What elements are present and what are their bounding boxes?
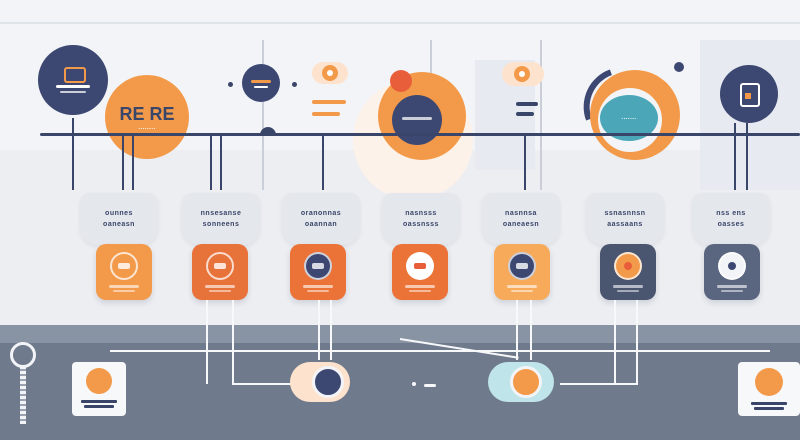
- bottom-panel-band: [0, 325, 800, 343]
- connector: [636, 300, 638, 384]
- step-tile-7[interactable]: [704, 244, 760, 300]
- step-label-5: nasnnsa oaneaesn: [482, 193, 560, 245]
- bus-line: [560, 383, 638, 385]
- orange-disc-icon: [614, 252, 642, 280]
- key-ring-icon: [10, 342, 36, 368]
- connector: [322, 136, 324, 190]
- connector: [524, 136, 526, 190]
- target-icon: [406, 252, 434, 280]
- step-tile-5[interactable]: [494, 244, 550, 300]
- device-icon: [720, 65, 778, 123]
- doc-card-right[interactable]: [738, 362, 800, 416]
- key-stem-icon: [20, 366, 26, 424]
- hero-orange-circle: RE RE ........: [105, 75, 189, 159]
- connector: [132, 136, 134, 190]
- stack-icon: [304, 252, 332, 280]
- book-icon: [110, 252, 138, 280]
- orange-disc-icon: [755, 368, 783, 396]
- connector: [330, 300, 332, 360]
- connector: [72, 118, 74, 190]
- connector: [206, 300, 208, 384]
- connector: [516, 300, 518, 360]
- bus-line: [110, 350, 770, 352]
- dash: [424, 384, 436, 387]
- connector: [220, 136, 222, 190]
- timeline-axis: [40, 133, 800, 136]
- step-tile-2[interactable]: [192, 244, 248, 300]
- step-label-6: ssnasnnsn aassaans: [586, 193, 664, 245]
- step-tile-6[interactable]: [600, 244, 656, 300]
- dot: [412, 382, 416, 386]
- bus-line: [232, 383, 292, 385]
- step-tile-3[interactable]: [290, 244, 346, 300]
- gauge-core: [392, 95, 442, 145]
- connector: [318, 300, 320, 360]
- orange-disc-icon: [86, 368, 112, 394]
- pill-badge: [502, 62, 544, 86]
- doc-card-left[interactable]: [72, 362, 126, 416]
- play-icon: [718, 252, 746, 280]
- connector: [530, 300, 532, 360]
- guide-line: [262, 40, 264, 190]
- step-label-1: ounnes oaneasn: [80, 193, 158, 245]
- step-tile-1[interactable]: [96, 244, 152, 300]
- document-icon: [206, 252, 234, 280]
- hero-title: RE RE: [119, 103, 175, 124]
- step-label-3: oranonnas oaannan: [282, 193, 360, 245]
- dot: [674, 62, 684, 72]
- step-label-7: nss ens oasses: [692, 193, 770, 245]
- pill-badge: [312, 62, 348, 84]
- top-guide-line: [0, 22, 800, 24]
- hero-subtitle: ........: [138, 124, 156, 131]
- bottom-panel: [0, 325, 800, 440]
- navy-bar: [516, 102, 538, 106]
- right-gauge-caption: .......: [621, 115, 637, 121]
- red-dot-icon: [390, 70, 412, 92]
- hub-pill-right: [488, 362, 554, 402]
- connector: [734, 123, 736, 190]
- camera-icon: [508, 252, 536, 280]
- step-label-4: nasnsss oassnsss: [382, 193, 460, 245]
- dot: [292, 82, 297, 87]
- orange-bar: [312, 112, 340, 116]
- connector: [122, 136, 124, 190]
- navy-small-icon: [242, 64, 280, 102]
- connector: [232, 300, 234, 384]
- connector: [210, 136, 212, 190]
- guide-line: [540, 40, 542, 190]
- dot: [228, 82, 233, 87]
- navy-bar: [516, 112, 534, 116]
- step-label-2: nnsesanse sonneens: [182, 193, 260, 245]
- navy-badge-icon: [38, 45, 108, 115]
- connector: [746, 123, 748, 190]
- orange-bar: [312, 100, 346, 104]
- timeline-knob: [260, 127, 276, 135]
- step-tile-4[interactable]: [392, 244, 448, 300]
- hub-pill-left: [290, 362, 350, 402]
- connector: [614, 300, 616, 384]
